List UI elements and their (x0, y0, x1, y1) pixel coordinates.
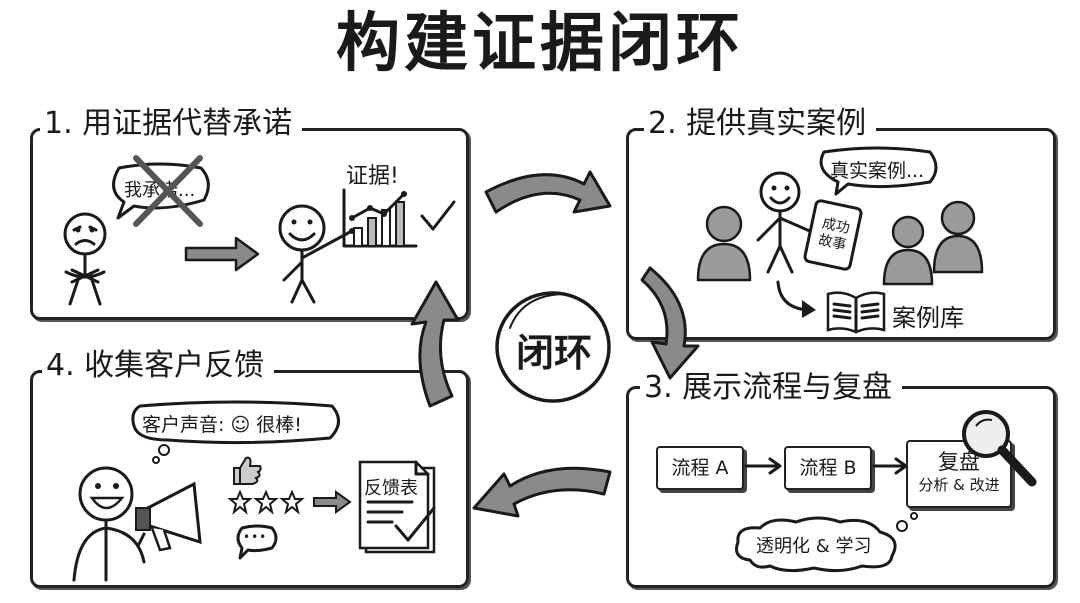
promise-speech-bubble (112, 162, 210, 220)
case-library-label: 案例库 (892, 304, 964, 332)
chat-bubble-icon (236, 524, 278, 560)
checkmark-icon (420, 200, 456, 231)
megaphone-person-icon (72, 466, 202, 582)
learning-cloud (735, 512, 918, 573)
case-bubble-text: 真实案例... (830, 160, 925, 182)
learning-cloud-text: 透明化 & 学习 (756, 536, 872, 557)
review-subtitle: 分析 & 改进 (918, 476, 1000, 494)
magnifier-icon (962, 410, 1037, 487)
customer-voice-bubble (131, 400, 340, 464)
audience-person-right-icon (932, 200, 984, 274)
bar-chart-icon (342, 188, 418, 248)
flow-a-box: 流程 A (656, 446, 744, 490)
tablet-icon (803, 199, 863, 271)
audience-person-left-icon (696, 205, 752, 282)
panel-1-heading: 1. 用证据代替承诺 (40, 104, 303, 144)
audience-person-mid-icon (882, 215, 934, 286)
curved-arrow-small-icon (776, 280, 816, 318)
flow-b-label: 流程 B (799, 457, 857, 479)
sad-person-icon (63, 212, 107, 306)
cycle-arrow-1-to-2-icon (484, 170, 612, 214)
feedback-form-icon (358, 460, 436, 554)
stars-rating-icon (227, 489, 305, 515)
case-speech-bubble (819, 146, 938, 196)
chat-dots: ••• (243, 530, 268, 544)
flow-a-label: 流程 A (671, 457, 729, 479)
arrow-to-form-icon (313, 490, 352, 514)
cross-out-icon (133, 155, 203, 227)
open-book-icon (826, 291, 886, 334)
center-loop-label: 闭环 (515, 331, 592, 375)
feedback-form-label: 反馈表 (364, 478, 418, 499)
page-title: 构建证据闭环 (336, 7, 744, 81)
flow-b-box: 流程 B (784, 446, 872, 490)
thumbs-up-icon (233, 456, 262, 485)
panel-2-heading: 2. 提供真实案例 (644, 104, 877, 144)
panel-3-heading: 3. 展示流程与复盘 (640, 368, 903, 408)
arrow-flow-ab-icon (744, 457, 782, 475)
presenter-icon (278, 204, 355, 304)
customer-voice-text: 客户声音: ☺ 很棒! (142, 414, 302, 436)
cycle-arrow-2-to-3-icon (640, 266, 700, 380)
case-presenter-icon (756, 171, 814, 274)
evidence-label: 证据! (346, 164, 399, 189)
panel-4-heading: 4. 收集客户反馈 (42, 346, 275, 386)
cycle-arrow-4-to-1-icon (410, 280, 460, 408)
center-loop-circle (495, 291, 611, 403)
arrow-right-icon (184, 236, 260, 272)
cycle-arrow-3-to-4-icon (472, 466, 612, 518)
